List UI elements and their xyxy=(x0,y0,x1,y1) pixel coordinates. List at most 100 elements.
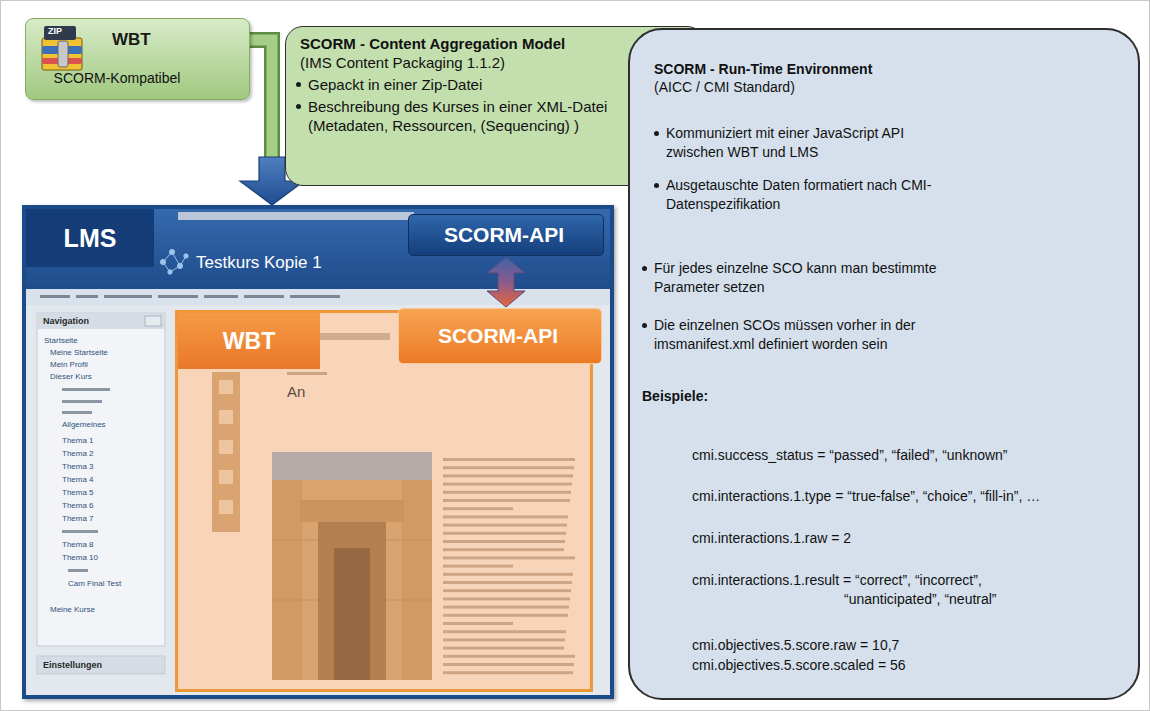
lms-logo xyxy=(169,249,174,254)
text-slot: Beschreibung des Kurses in einer XML-Dat… xyxy=(294,97,664,135)
label-slot: Einstellungen xyxy=(43,660,102,671)
text-slot: Ausgetauschte Daten formatiert nach CMI-… xyxy=(652,176,932,214)
label-slot: An xyxy=(287,383,305,401)
lms-logo xyxy=(177,263,182,268)
connector-line xyxy=(250,40,272,159)
text-slot: (AICC / CMI Standard) xyxy=(654,78,1114,97)
panel-subheading: (AICC / CMI Standard) xyxy=(654,78,1114,97)
label-slot: Cam Final Test xyxy=(68,579,121,589)
label-slot: Thema 5 xyxy=(62,488,94,498)
nav-link: Dieser Kurs xyxy=(50,372,92,382)
box-title: WBT xyxy=(112,30,222,50)
double-arrow xyxy=(487,257,525,307)
text-slot: cmi.interactions.1.type = “true-false”, … xyxy=(692,487,1122,506)
navigation-entry xyxy=(62,400,102,403)
nav-link: Thema 4 xyxy=(62,475,94,485)
api-label: SCORM-API xyxy=(409,223,599,247)
text-slot: Beispiele: xyxy=(642,387,842,406)
label-slot: Thema 2 xyxy=(62,449,94,459)
text-slot: SCORM - Run-Time Environment xyxy=(654,60,1114,79)
text-slot: cmi.success_status = “passed”, “failed”,… xyxy=(692,446,1122,465)
zip-icon-part xyxy=(58,41,68,67)
navigation-entry xyxy=(62,411,92,414)
breadcrumb-trail xyxy=(40,295,70,298)
double-arrow-shape xyxy=(487,257,525,307)
zip-icon xyxy=(40,24,86,74)
nav-link: Thema 8 xyxy=(62,540,94,550)
content-heading: An xyxy=(287,383,305,401)
text-slot: Für jedes einzelne SCO kann man bestimmt… xyxy=(640,259,954,297)
label-slot: Meine Kurse xyxy=(50,605,95,615)
text-slot: Kommuniziert mit einer JavaScript API zw… xyxy=(652,124,932,162)
bullet-dot xyxy=(654,183,659,188)
lms-logo xyxy=(184,254,188,258)
text-slot: cmi.interactions.1.result = “correct”, “… xyxy=(692,571,1062,609)
breadcrumb-trail xyxy=(244,295,284,298)
lms-header xyxy=(26,209,610,289)
breadcrumb-trail xyxy=(76,295,98,298)
bullet-text: Für jedes einzelne SCO kann man bestimmt… xyxy=(654,259,954,297)
wbt-panel: WBTSCORM-API xyxy=(175,310,593,692)
text-slot: Die einzelnen SCOs müssen vorher in der … xyxy=(640,316,954,354)
nav-link: Meine Startseite xyxy=(50,348,108,358)
bullet-dot xyxy=(654,131,659,136)
label-slot: Dieser Kurs xyxy=(50,372,92,382)
lms-window: LMSTestkurs Kopie 1SCORM-APIWBTSCORM-API xyxy=(22,205,614,699)
text-slot: Testkurs Kopie 1 xyxy=(196,253,426,273)
lms-screenshot xyxy=(26,209,610,695)
nav-link: Thema 5 xyxy=(62,488,94,498)
text-slot: LMS xyxy=(26,209,154,267)
lms-top-strip xyxy=(178,212,414,220)
label-slot: Startseite xyxy=(44,336,78,346)
breadcrumb-trail xyxy=(104,295,152,298)
zip-icon-part xyxy=(42,38,82,70)
label-slot: Thema 1 xyxy=(62,436,94,446)
text-slot: SCORM-API xyxy=(409,223,599,247)
text-slot: cmi.interactions.1.raw = 2 xyxy=(692,529,1122,548)
label-slot: Navigation xyxy=(43,316,89,327)
navigation-entry xyxy=(62,530,98,533)
nav-link: Thema 3 xyxy=(62,462,94,472)
panel-title: Navigation xyxy=(43,316,89,327)
bullet-text: Ausgetauschte Daten formatiert nach CMI-… xyxy=(666,176,932,214)
breadcrumb-trail xyxy=(158,295,198,298)
panel-button xyxy=(145,316,161,326)
lms-logo xyxy=(168,270,172,274)
label-slot: Allgemeines xyxy=(62,420,106,430)
code-example: cmi.objectives.5.score.raw = 10,7 xyxy=(692,636,1122,655)
code-example: cmi.objectives.5.score.scaled = 56 xyxy=(692,656,1122,675)
nav-link: Startseite xyxy=(44,336,78,346)
label-slot: Mein Profil xyxy=(50,360,88,370)
bullet-dot xyxy=(296,82,301,87)
text-slot: WBT xyxy=(178,313,320,369)
label-slot: Thema 7 xyxy=(62,514,94,524)
code-example: cmi.interactions.1.raw = 2 xyxy=(692,529,1122,548)
info-panel: SCORM - Run-Time Environment(AICC / CMI … xyxy=(628,28,1140,700)
nav-link: Thema 2 xyxy=(62,449,94,459)
api-box: SCORM-API xyxy=(398,308,602,364)
breadcrumb-trail xyxy=(40,295,340,298)
box-subtitle: SCORM-Kompatibel xyxy=(26,69,208,88)
label-slot: ZIP xyxy=(48,26,62,37)
bullet-dot xyxy=(642,266,647,271)
navigation-entry xyxy=(68,569,88,572)
navigation-entry xyxy=(62,388,110,391)
system-label: LMS xyxy=(26,209,154,267)
icon-text: ZIP xyxy=(48,26,62,37)
breadcrumb-trail xyxy=(204,295,238,298)
panel-title: Einstellungen xyxy=(43,660,102,671)
system-label: WBT xyxy=(178,313,320,369)
navigation-panel xyxy=(37,313,165,646)
zip-icon-part xyxy=(44,26,76,40)
label-slot: Thema 8 xyxy=(62,540,94,550)
text-slot: SCORM-Kompatibel xyxy=(26,69,208,88)
navigation-header xyxy=(37,313,165,329)
api-label: SCORM-API xyxy=(399,324,597,348)
label-slot: Meine Startseite xyxy=(50,348,108,358)
api-box: SCORM-API xyxy=(408,214,604,256)
lms-logo xyxy=(160,259,165,264)
code-example: cmi.success_status = “passed”, “failed”,… xyxy=(692,446,1122,465)
text-slot: cmi.objectives.5.score.raw = 10,7 xyxy=(692,636,1122,655)
nav-link: Mein Profil xyxy=(50,360,88,370)
